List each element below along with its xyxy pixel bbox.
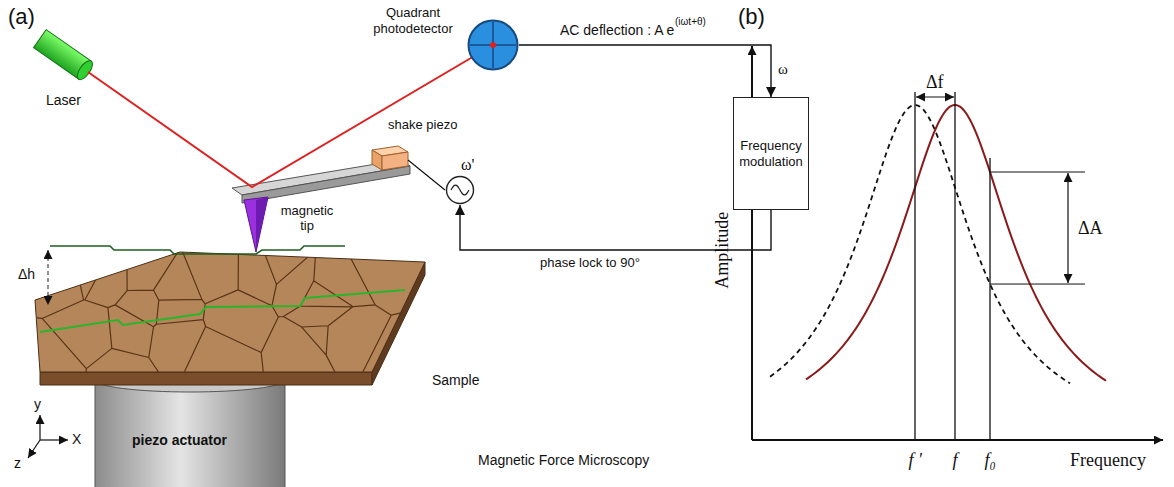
axis-title: Amplitude — [712, 211, 733, 288]
sine-symbol — [451, 185, 469, 195]
connector-label: ω — [778, 61, 788, 78]
drive-wire — [408, 160, 445, 190]
sample-front-face — [40, 372, 372, 385]
axis-label: y — [34, 396, 41, 412]
laser-spot — [490, 42, 496, 48]
axis-label: z — [14, 455, 21, 471]
axis-label: X — [72, 431, 81, 447]
height-arrow — [48, 250, 49, 305]
delta-f-arrow — [916, 96, 954, 97]
shift-label: Δf — [926, 72, 944, 93]
magnetic-tip — [244, 197, 268, 252]
oscillator-source-outline — [445, 175, 475, 205]
grain-boundary-lines — [30, 245, 430, 380]
connector-label: phase lock to 90° — [540, 256, 640, 271]
panel-label: (b) — [738, 4, 765, 29]
frequency-mark: f ' — [909, 450, 922, 471]
laser-aperture — [75, 58, 96, 82]
oscillator-circle — [447, 177, 474, 204]
tip-trajectory — [50, 246, 345, 254]
shift-label: ΔA — [1078, 218, 1103, 239]
z-axis-arrow — [28, 440, 40, 458]
delta-a-arrow — [1067, 173, 1068, 283]
oscillator-source: ω' — [445, 175, 475, 205]
node-label: ω' — [461, 155, 474, 174]
grain-boundaries — [30, 245, 430, 380]
axis-title: Frequency — [1070, 450, 1146, 471]
detector-disc — [469, 21, 518, 70]
laser-source — [34, 30, 96, 82]
signal-label: AC deflection : A e — [560, 22, 674, 38]
piezo-actuator-body — [95, 380, 285, 487]
shifted-resonance-curve — [770, 105, 1070, 383]
resonance-plot — [770, 92, 1106, 440]
process-box: Frequency modulation — [733, 97, 809, 210]
photodetector: Quadrant photodetector — [467, 19, 519, 71]
figure-caption: Magnetic Force Microscopy — [478, 452, 649, 468]
free-resonance-curve — [806, 105, 1106, 381]
y-axis-arrow — [39, 415, 40, 440]
amplitude-level-line — [990, 284, 1085, 285]
node-label: Frequency modulation — [738, 138, 804, 169]
frequency-mark: f — [953, 450, 958, 471]
shake-piezo-side — [372, 150, 382, 170]
photodetector-outline — [467, 19, 519, 71]
signal-exponent: (iωt+θ) — [675, 16, 706, 28]
x-axis-arrow — [40, 439, 68, 440]
part-label: Sample — [432, 372, 479, 388]
part-label: magnetic tip — [276, 204, 338, 234]
f-line — [954, 92, 955, 440]
laser-label: Laser — [46, 92, 81, 108]
part-label: shake piezo — [388, 118, 457, 133]
frequency-mark: f₀ — [985, 450, 996, 471]
sample-top-face — [35, 252, 425, 372]
f0-line — [989, 158, 990, 440]
frequency-axis — [752, 439, 1163, 441]
magnetic-tip-shade — [256, 197, 268, 252]
detector-quadrants — [470, 22, 516, 68]
surface-scan-line — [40, 290, 405, 332]
laser-beam — [88, 45, 493, 187]
panel-label: (a) — [8, 4, 35, 29]
f-prime-line — [914, 92, 915, 440]
dimension-label: Δh — [18, 266, 35, 282]
signal-connector — [519, 45, 771, 97]
node-label: Quadrant photodetector — [365, 5, 461, 36]
part-label: piezo actuator — [132, 432, 227, 448]
amplitude-level-line — [990, 172, 1085, 173]
shake-piezo-front — [382, 152, 408, 170]
